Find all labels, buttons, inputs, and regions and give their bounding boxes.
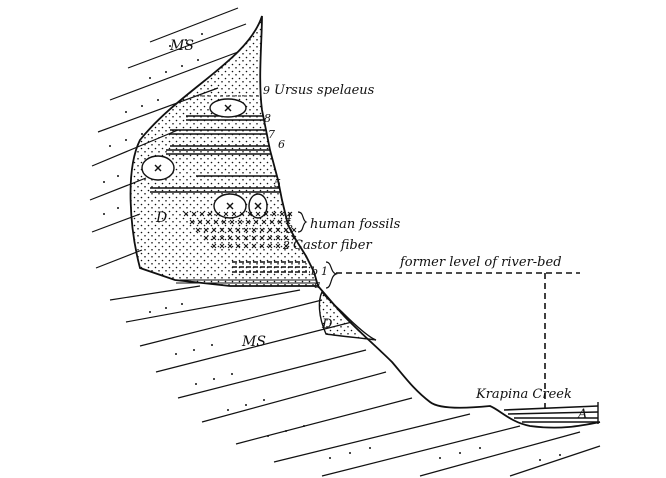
slope-deposit	[318, 290, 377, 341]
label-former-level: former level of river-bed	[399, 255, 562, 270]
brace-b1-a	[325, 261, 338, 289]
layer-number-2: 2	[282, 239, 290, 252]
castor-layer-dashes	[232, 261, 310, 273]
label-human-fossils: human fossils	[310, 217, 401, 232]
label-ms-lower: MS	[241, 334, 266, 350]
label-krapina-creek: Krapina Creek	[475, 387, 572, 402]
layer-number-4: 4	[284, 211, 292, 224]
cave-deposit	[129, 15, 320, 287]
bedrock-dots-upper	[103, 33, 203, 215]
layer-number-9: 9	[263, 84, 270, 97]
valley-slope	[317, 285, 601, 429]
bedrock-dots-lower	[149, 303, 561, 461]
layer-number-b: b	[311, 265, 318, 278]
label-ms-upper: MS	[169, 38, 194, 54]
layer-number-8: 8	[264, 112, 271, 125]
layer-number-5: 5	[274, 177, 281, 190]
label-d-cave: D	[155, 210, 167, 226]
braces	[297, 211, 338, 289]
bedrock-strata-lower	[95, 249, 601, 477]
boulder-x-marks	[154, 104, 262, 210]
label-d-slope: D	[321, 317, 333, 332]
label-ursus-spelaeus: Ursus spelaeus	[274, 83, 375, 98]
layer-number-3: 3	[286, 223, 293, 236]
brace-4-3	[297, 211, 308, 233]
layer-number-6: 6	[278, 138, 285, 151]
label-castor-fiber: Castor fiber	[293, 238, 372, 253]
label-a: A	[577, 407, 587, 422]
layer-number-a: a	[314, 278, 321, 291]
layer-number-1: 1	[321, 265, 328, 278]
layer-a-strip	[176, 279, 316, 284]
layer-number-7: 7	[268, 128, 275, 141]
human-fossil-crosses	[183, 211, 297, 249]
krapina-creek-water	[503, 405, 599, 423]
